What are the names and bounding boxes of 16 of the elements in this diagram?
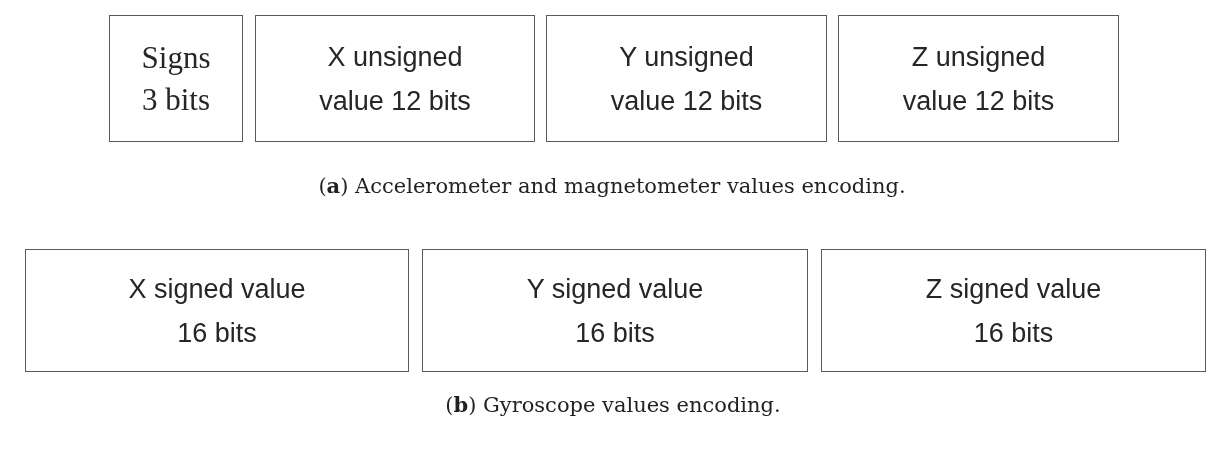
- field-box: [838, 15, 1119, 142]
- field-label: X unsigned value 12 bits: [318, 40, 472, 118]
- field-box: [546, 15, 827, 142]
- field-label: Z signed value 16 bits: [924, 272, 1103, 350]
- figure-caption: (a) Accelerometer and magnetometer values encoding.: [318, 173, 906, 199]
- field-label: Z unsigned value 12 bits: [901, 40, 1056, 118]
- field-box: [422, 249, 808, 372]
- field-label: X signed value 16 bits: [127, 272, 307, 350]
- field-box: [109, 15, 243, 142]
- field-label: Y signed value 16 bits: [525, 272, 705, 350]
- field-box: [255, 15, 535, 142]
- figure-caption: (b) Gyroscope values encoding.: [445, 392, 781, 418]
- field-box: [25, 249, 409, 372]
- field-label: Signs 3 bits: [140, 38, 212, 119]
- field-box: [821, 249, 1206, 372]
- field-label: Y unsigned value 12 bits: [609, 40, 764, 118]
